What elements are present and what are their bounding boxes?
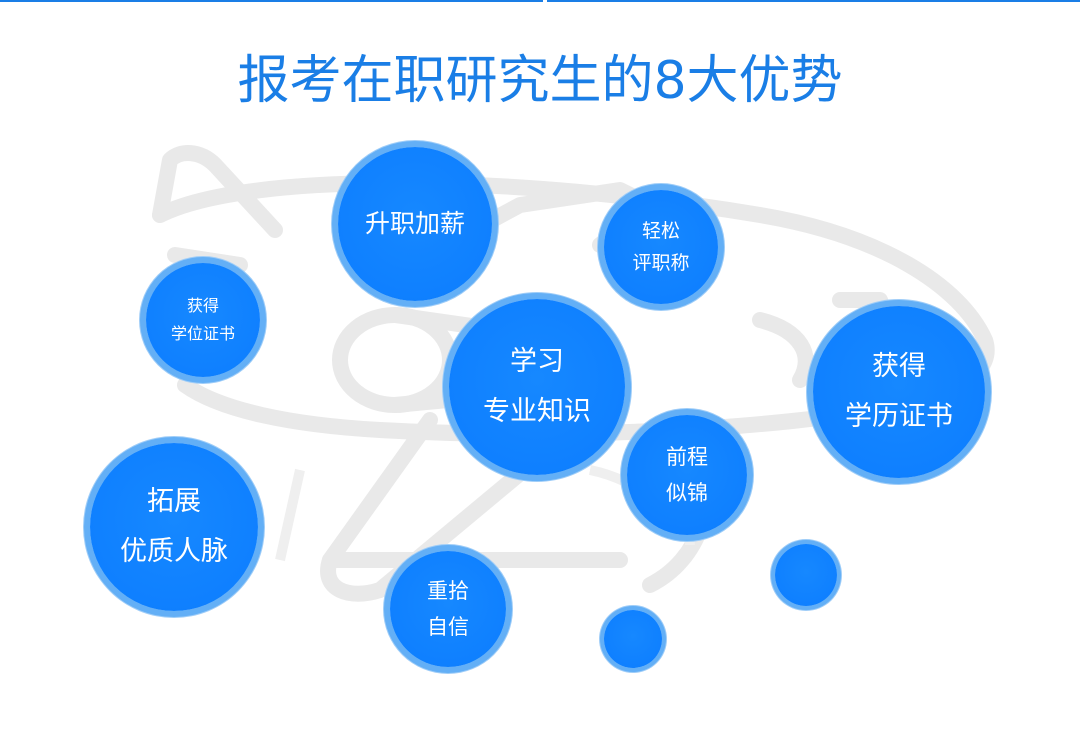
advantage-label: 拓展 [147,486,201,517]
advantage-bubble-confidence: 重拾 自信 [390,551,506,667]
advantage-bubble-promotion: 升职加薪 [338,147,492,301]
advantage-label: 学习 [510,346,564,377]
advantage-bubble-bright-future: 前程 似锦 [627,415,747,535]
advantage-label: 获得 [872,351,926,382]
advantage-label: 学位证书 [170,324,235,343]
top-divider-right [547,0,1080,2]
advantage-bubble-degree-certificate: 获得 学位证书 [146,263,260,377]
advantage-label: 自信 [427,615,469,639]
advantage-label: 优质人脉 [120,536,228,567]
advantage-label: 轻松 [641,220,680,242]
advantage-label: 评职称 [632,252,690,274]
advantage-label: 升职加薪 [364,209,465,238]
advantage-bubble-network: 拓展 优质人脉 [90,443,258,611]
advantage-bubble-professional-title: 轻松 评职称 [604,190,718,304]
top-divider-left [0,0,543,2]
advantage-bubble-diploma: 获得 学历证书 [813,306,985,478]
advantage-label: 学历证书 [845,401,953,432]
advantage-label: 前程 [666,445,708,469]
advantage-label: 获得 [186,296,219,315]
decorative-bubble-small [775,544,837,606]
advantage-label: 似锦 [666,481,708,505]
decorative-bubble-small [604,610,662,668]
advantage-label: 重拾 [427,579,469,603]
advantage-bubble-professional-knowledge: 学习 专业知识 [449,299,625,475]
page-title: 报考在职研究生的8大优势 [237,51,843,111]
advantage-label: 专业知识 [483,396,591,427]
